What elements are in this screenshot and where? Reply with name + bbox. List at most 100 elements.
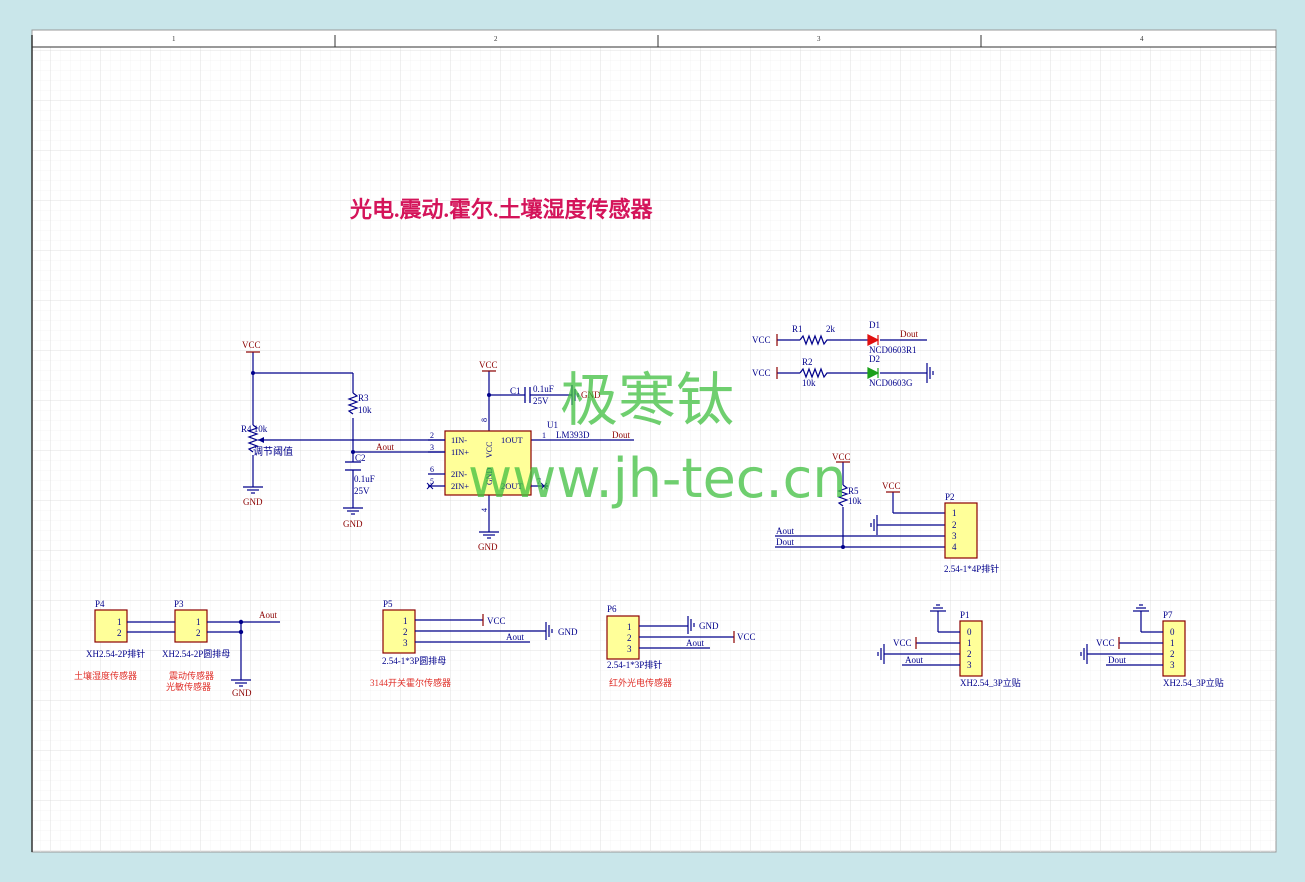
gnd-label-r4: GND	[243, 497, 263, 507]
d1-led[interactable]	[867, 334, 880, 346]
d2-led[interactable]	[867, 367, 880, 379]
c1-capacitor[interactable]	[524, 387, 531, 403]
junction-p3-1	[238, 619, 244, 625]
u1-pin-gnd: GND	[485, 467, 494, 485]
dout-net-label-d1: Dout	[900, 329, 918, 339]
u1-pinnum-7: 7	[537, 477, 541, 486]
r5-value: 10k	[848, 496, 862, 506]
vcc-label-p1: VCC	[893, 638, 912, 648]
u1-pin-2in-minus: 2IN-	[451, 469, 467, 479]
p4-note: 土壤湿度传感器	[74, 670, 137, 681]
p5-part: 2.54-1*3P圆排母	[382, 655, 446, 666]
p3-ref: P3	[174, 599, 184, 609]
aout-net-label-p2: Aout	[776, 526, 794, 536]
u1-pin-2out: 2OUT	[501, 481, 524, 491]
p7-part: XH2.54_3P立贴	[1163, 677, 1224, 688]
aout-net-label-p3: Aout	[259, 610, 277, 620]
p3-pin-1: 1	[196, 617, 201, 627]
p2-pin-2: 2	[952, 520, 957, 530]
drawing-sheet: 1 2 3 4	[31, 29, 1277, 853]
r1-value: 2k	[826, 324, 836, 334]
vcc-label-p5: VCC	[487, 616, 506, 626]
p6-pin-2: 2	[627, 633, 632, 643]
vcc-label-p7: VCC	[1096, 638, 1115, 648]
p7-wires	[1080, 604, 1163, 666]
p2-connector[interactable]	[944, 502, 978, 559]
p6-ref: P6	[607, 604, 617, 614]
aout-net-label-p5: Aout	[506, 632, 524, 642]
u1-ref: U1	[547, 420, 558, 430]
u1-pin-1in-plus: 1IN+	[451, 447, 469, 457]
dout-net-label-p2: Dout	[776, 537, 794, 547]
schematic-title: 光电.震动.霍尔.土壤湿度传感器	[349, 197, 654, 222]
p4-connector[interactable]	[94, 609, 128, 643]
r5-ref: R5	[848, 486, 859, 496]
p3-pin-2: 2	[196, 628, 201, 638]
r2-resistor[interactable]	[799, 367, 832, 379]
zone-label-3: 3	[817, 35, 821, 43]
main-wires	[252, 352, 634, 532]
p7-pin-3: 3	[1170, 660, 1175, 670]
u1-pin-1in-minus: 1IN-	[451, 435, 467, 445]
p7-connector[interactable]	[1162, 620, 1186, 677]
u1-pinnum-5: 5	[430, 477, 434, 486]
r3-ref: R3	[358, 393, 369, 403]
aout-net-label: Aout	[376, 442, 394, 452]
r3-resistor[interactable]	[347, 392, 359, 415]
u1-pinnum-2: 2	[430, 431, 434, 440]
u1-pin-1out: 1OUT	[501, 435, 524, 445]
r1-resistor[interactable]	[799, 334, 832, 346]
p2-pin-4: 4	[952, 542, 957, 552]
p2-pin-3: 3	[952, 531, 957, 541]
c2-capacitor[interactable]	[345, 461, 361, 471]
gnd-label-p5: GND	[558, 627, 578, 637]
p1-pin-3: 3	[967, 660, 972, 670]
vcc-label-u1: VCC	[479, 360, 498, 370]
gnd-label-c2: GND	[343, 519, 363, 529]
aout-net-label-p1: Aout	[905, 655, 923, 665]
p6-wires	[639, 616, 734, 649]
r4-note: 调节阈值	[253, 445, 293, 458]
zone-label-2: 2	[494, 35, 498, 43]
u1-pin-2in-plus: 2IN+	[451, 481, 469, 491]
p1-pin-0: 0	[967, 627, 972, 637]
c1-voltage: 25V	[533, 396, 549, 406]
r4-potentiometer[interactable]	[247, 424, 259, 453]
u1-chip[interactable]	[444, 430, 532, 496]
p6-connector[interactable]	[606, 615, 640, 660]
p3-connector[interactable]	[174, 609, 208, 643]
p2-pin-1: 1	[952, 508, 957, 518]
p5-pin-3: 3	[403, 638, 408, 648]
p1-part: XH2.54_3P立贴	[960, 677, 1021, 688]
vcc-label-p2: VCC	[882, 481, 901, 491]
p5-connector[interactable]	[382, 609, 416, 654]
d1-part: NCD0603R1	[869, 345, 917, 355]
r3-value: 10k	[358, 405, 372, 415]
led-wires	[777, 339, 927, 374]
p1-wires	[877, 604, 960, 666]
vcc-label-p6: VCC	[737, 632, 756, 642]
vcc-label-r4: VCC	[242, 340, 261, 350]
p2-ref: P2	[945, 492, 955, 502]
gnd-label-p3: GND	[232, 688, 252, 698]
u1-pinnum-3: 3	[430, 443, 434, 452]
p7-pin-2: 2	[1170, 649, 1175, 659]
zone-label-4: 4	[1140, 35, 1144, 43]
p5-ref: P5	[383, 599, 393, 609]
u1-part: LM393D	[556, 430, 590, 440]
gnd-label-c1: GND	[581, 390, 601, 400]
p1-connector[interactable]	[959, 620, 983, 677]
p6-pin-3: 3	[627, 644, 632, 654]
d2-part: NCD0603G	[869, 378, 913, 388]
r4-wiper-arrow	[258, 437, 264, 443]
r5-resistor[interactable]	[837, 484, 849, 507]
r1-ref: R1	[792, 324, 803, 334]
p1-ref: P1	[960, 610, 970, 620]
r2-value: 10k	[802, 378, 816, 388]
p2-wires	[775, 462, 945, 548]
vcc-symbols	[246, 351, 496, 372]
p6-pin-1: 1	[627, 622, 632, 632]
d1-ref: D1	[869, 320, 880, 330]
r4-ref: R4 10k	[241, 424, 268, 434]
